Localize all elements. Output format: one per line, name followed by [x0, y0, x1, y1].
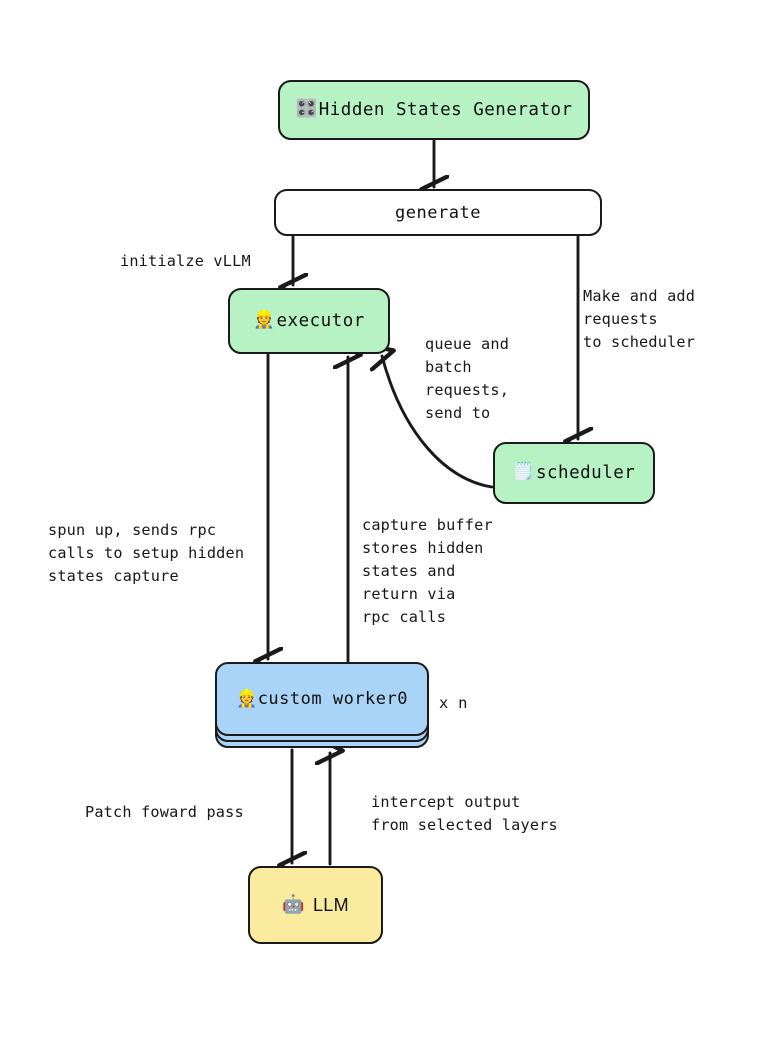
- node-hidden-states-generator[interactable]: 🎛️ Hidden States Generator: [278, 80, 590, 140]
- node-executor[interactable]: 👷 executor: [228, 288, 390, 354]
- edge-label-queue-and-batch-requests: queue and batch requests, send to: [425, 335, 510, 422]
- edge-label-patch-forward-pass: Patch foward pass: [85, 803, 244, 821]
- edge-label-make-and-add-requests: Make and add requests to scheduler: [583, 287, 696, 351]
- construction-worker-icon: 👷: [236, 689, 258, 709]
- spiral-notepad-icon: 🗒️: [512, 462, 535, 483]
- node-llm[interactable]: 🤖 LLM: [248, 866, 383, 944]
- node-hidden-states-generator-label: Hidden States Generator: [318, 100, 573, 120]
- multiplicity-label-times-n: x n: [439, 694, 468, 712]
- control-knobs-icon: 🎛️: [295, 99, 318, 120]
- edge-label-intercept-output: intercept output from selected layers: [371, 793, 558, 834]
- node-scheduler[interactable]: 🗒️ scheduler: [493, 442, 655, 504]
- node-custom-worker0[interactable]: 👷 custom worker0: [215, 662, 429, 736]
- node-llm-label: LLM: [313, 894, 349, 915]
- node-executor-label: executor: [276, 311, 365, 331]
- node-scheduler-label: scheduler: [535, 463, 636, 483]
- edge-label-initialize-vllm: initialze vLLM: [120, 252, 251, 270]
- edge-label-spun-up-sends-rpc-calls: spun up, sends rpc calls to setup hidden…: [48, 521, 245, 585]
- robot-icon: 🤖: [282, 894, 305, 915]
- node-generate-label: generate: [395, 202, 481, 223]
- node-generate[interactable]: generate: [274, 189, 602, 236]
- node-custom-worker0-stack[interactable]: 👷 custom worker0: [215, 662, 429, 748]
- worker-icon: 👷: [253, 310, 276, 331]
- edge-label-capture-buffer: capture buffer stores hidden states and …: [362, 516, 493, 626]
- node-custom-worker0-label: custom worker0: [257, 689, 408, 709]
